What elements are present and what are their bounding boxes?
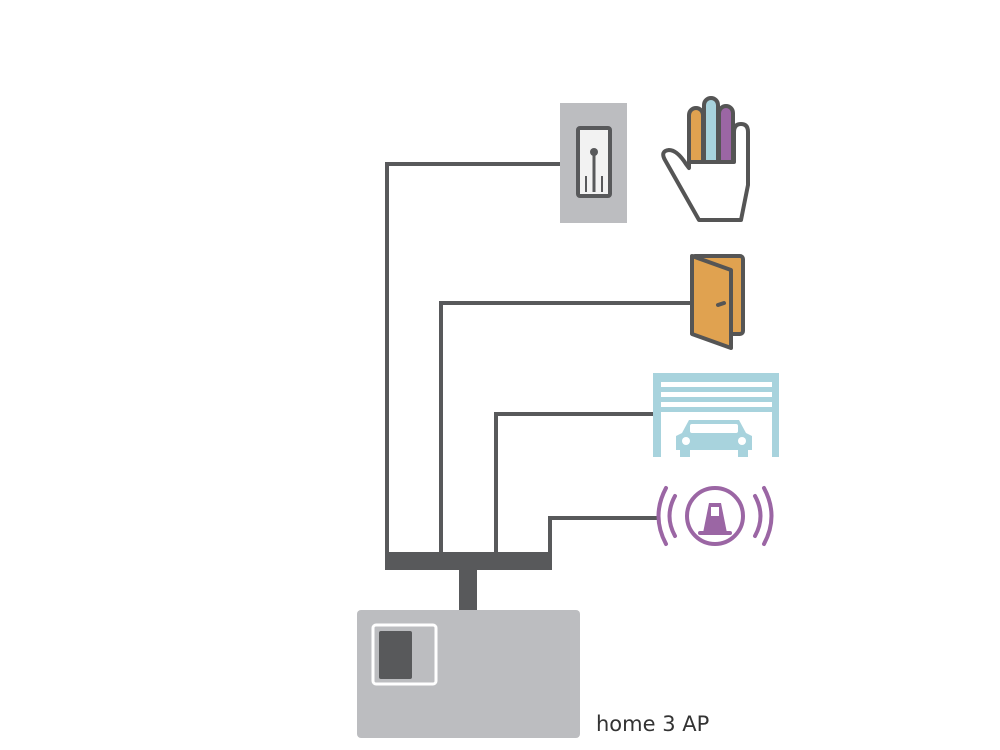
wire-garage [494,412,655,560]
wire-door [439,301,690,560]
device-label: home 3 AP [596,712,710,736]
alarm-siren-icon [656,486,774,546]
bus-stem [459,568,477,612]
home-3-ap-device [357,610,580,738]
device-sensor [379,631,412,679]
hand-icon [661,96,750,222]
bus-bar [385,552,552,570]
wire-reader [385,162,560,560]
garage-car-icon [653,373,779,457]
door-icon [690,254,745,350]
wire-alarm [548,516,660,560]
wires [385,162,690,560]
fingerprint-reader-icon [560,103,627,223]
